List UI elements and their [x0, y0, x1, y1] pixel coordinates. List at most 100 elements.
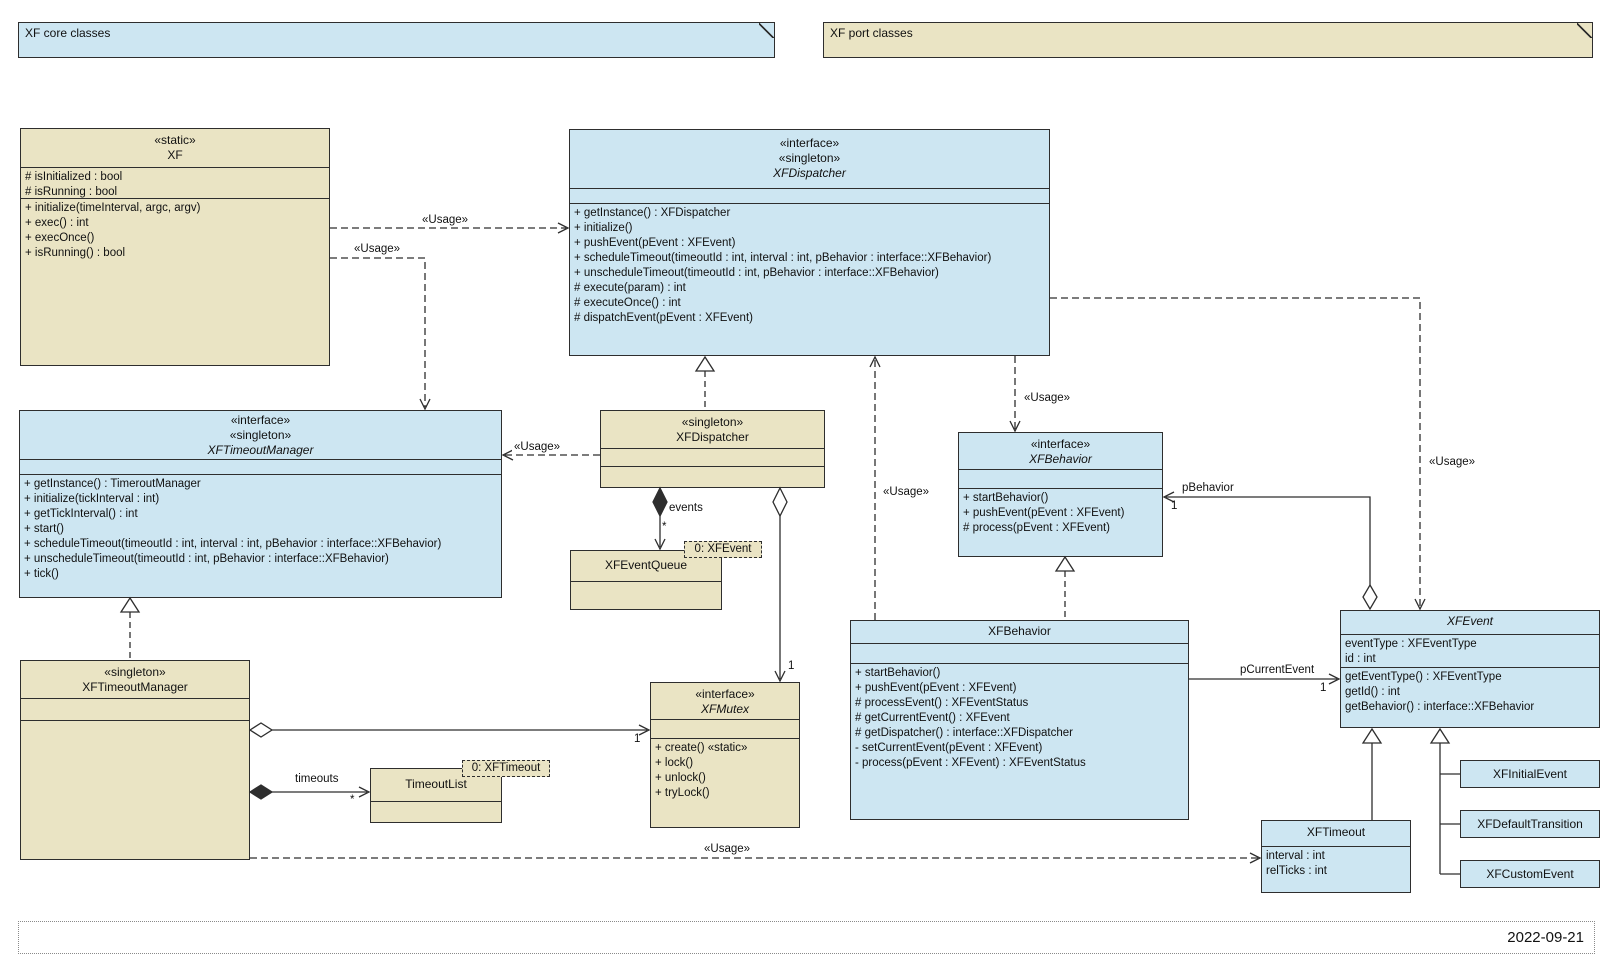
operations-compartment: + getInstance() : TimeroutManager + initi… — [20, 474, 501, 597]
member-line: + initialize(tickInterval : int) — [24, 493, 160, 505]
class-xf[interactable]: «static» XF # isInitialized : bool# isRu… — [20, 128, 330, 366]
note-fold-icon — [1577, 23, 1592, 38]
date-text: 2022-09-21 — [1507, 929, 1584, 946]
edge-behavior-realizes-interface[interactable] — [1054, 555, 1076, 620]
member-line: + pushEvent(pEvent : XFEvent) — [855, 682, 1017, 694]
class-xfcustomevent[interactable]: XFCustomEvent — [1460, 860, 1600, 888]
member-line: + initialize() — [574, 222, 633, 234]
member-line: getId() : int — [1345, 686, 1400, 698]
edge-dispatcher-uses-behavior[interactable] — [1009, 356, 1021, 433]
member-line: # processEvent() : XFEventStatus — [855, 697, 1029, 709]
member-line: + isRunning() : bool — [25, 247, 126, 259]
edge-dispatcher-realizes-interface[interactable] — [694, 355, 716, 410]
class-name: XFTimeout — [1306, 825, 1366, 839]
member-line: + startBehavior() — [963, 492, 1049, 504]
edge-dispatcher-aggregates-mutex[interactable] — [772, 486, 788, 683]
attributes-compartment — [570, 188, 1049, 203]
member-line: getEventType() : XFEventType — [1345, 671, 1502, 683]
edge-label-multiplicity: 1 — [634, 733, 641, 745]
operations-compartment: + initialize(timeInterval, argc, argv)+ … — [21, 198, 329, 365]
class-xfinitialevent[interactable]: XFInitialEvent — [1460, 760, 1600, 788]
edge-event-aggregates-behavior[interactable] — [1162, 491, 1378, 611]
object-note-xftimeout[interactable]: 0: XFTimeout — [462, 760, 550, 777]
edge-label-usage: «Usage» — [352, 243, 403, 256]
member-line: # dispatchEvent(pEvent : XFEvent) — [574, 312, 753, 324]
class-xfdefaulttransition[interactable]: XFDefaultTransition — [1460, 810, 1600, 838]
class-name: XFMutex — [700, 702, 749, 716]
edge-label-usage: «Usage» — [881, 486, 932, 499]
stereotype: «singleton» — [229, 428, 292, 442]
member-line: + execOnce() — [25, 232, 95, 244]
object-note-xfevent[interactable]: 0: XFEvent — [684, 541, 762, 558]
member-line: + getInstance() : TimeroutManager — [24, 478, 201, 490]
member-line: - setCurrentEvent(pEvent : XFEvent) — [855, 742, 1043, 754]
class-name: XFBehavior — [988, 624, 1051, 638]
member-line: + getInstance() : XFDispatcher — [574, 207, 731, 219]
class-xfdispatcher-singleton[interactable]: «singleton» XFDispatcher — [600, 410, 825, 488]
member-line: + getTickInterval() : int — [24, 508, 138, 520]
edge-timeoutmanager-uses-xftimeout[interactable] — [250, 852, 1262, 864]
operations-compartment: + startBehavior()+ pushEvent(pEvent : XF… — [959, 488, 1162, 556]
class-name: XFEventQueue — [604, 558, 688, 572]
empty-compartment — [371, 801, 501, 822]
class-name: TimeoutList — [405, 777, 467, 791]
operations-compartment: + startBehavior()+ pushEvent(pEvent : XF… — [851, 663, 1188, 819]
member-line: + unlock() — [655, 772, 706, 784]
edge-behavior-uses-dispatcher[interactable] — [869, 355, 881, 620]
note-xf-core-classes[interactable]: XF core classes — [18, 22, 775, 58]
operations-compartment: + getInstance() : XFDispatcher + initiali… — [570, 203, 1049, 355]
edge-label-pbehavior: pBehavior — [1182, 482, 1234, 494]
member-line: # executeOnce() : int — [574, 297, 681, 309]
operations-compartment — [601, 466, 824, 487]
operations-compartment — [21, 720, 249, 859]
class-name: XFEvent — [1446, 614, 1494, 628]
edge-label-multiplicity: * — [350, 794, 355, 806]
stereotype: «interface» — [779, 136, 840, 150]
class-xfmutex-interface[interactable]: «interface» XFMutex + create() «static»+… — [650, 682, 800, 828]
edge-dispatcher-composes-eventqueue[interactable] — [652, 486, 668, 551]
attributes-compartment — [20, 459, 501, 474]
class-name: XFDispatcher — [676, 430, 749, 444]
stereotype: «singleton» — [778, 151, 841, 165]
edge-label-pcurrentevent: pCurrentEvent — [1240, 664, 1315, 676]
member-line: + create() «static» — [655, 742, 748, 754]
edge-subevents-extend-event[interactable] — [1429, 727, 1460, 875]
class-name: XFTimeoutManager — [207, 443, 314, 457]
member-line: + start() — [24, 523, 64, 535]
class-xfbehavior-interface[interactable]: «interface» XFBehavior + startBehavior()… — [958, 432, 1163, 557]
class-xftimeoutmanager-interface[interactable]: «interface» «singleton» XFTimeoutManager… — [19, 410, 502, 598]
edge-xftimeout-extends-event[interactable] — [1361, 727, 1383, 820]
edge-timeoutmanager-aggregates-mutex[interactable] — [248, 722, 651, 738]
member-line: # isRunning : bool — [25, 186, 118, 198]
class-name: XFTimeoutManager — [82, 680, 188, 694]
member-line: id : int — [1345, 653, 1376, 665]
stereotype: «singleton» — [104, 665, 166, 679]
edge-label-usage: «Usage» — [1022, 392, 1073, 405]
class-xfdispatcher-interface[interactable]: «interface» «singleton» XFDispatcher + g… — [569, 129, 1050, 356]
member-line: # isInitialized : bool — [25, 171, 123, 183]
class-name: XFDefaultTransition — [1477, 817, 1583, 831]
member-line: interval : int — [1266, 850, 1325, 862]
attributes-compartment — [601, 448, 824, 466]
object-note-text: 0: XFEvent — [694, 543, 752, 555]
object-note-text: 0: XFTimeout — [471, 762, 541, 774]
member-line: getBehavior() : interface::XFBehavior — [1345, 701, 1535, 713]
operations-compartment: getEventType() : XFEventType getId() : in… — [1341, 667, 1599, 727]
member-line: - process(pEvent : XFEvent) : XFEventSta… — [855, 757, 1086, 769]
edge-xf-uses-timeoutmanager[interactable] — [330, 257, 431, 411]
note-xf-port-classes[interactable]: XF port classes — [823, 22, 1593, 58]
member-line: # getDispatcher() : interface::XFDispatc… — [855, 727, 1073, 739]
class-name: XF — [167, 148, 183, 162]
class-xfbehavior[interactable]: XFBehavior + startBehavior()+ pushEvent(… — [850, 620, 1189, 820]
class-timeoutlist[interactable]: TimeoutList — [370, 768, 502, 823]
edge-timeoutmanager-realizes-interface[interactable] — [119, 596, 141, 660]
class-xfeventqueue[interactable]: XFEventQueue — [570, 550, 722, 610]
member-line: + lock() — [655, 757, 694, 769]
class-xftimeoutmanager-singleton[interactable]: «singleton» XFTimeoutManager — [20, 660, 250, 860]
member-line: # getCurrentEvent() : XFEvent — [855, 712, 1010, 724]
date-box[interactable]: 2022-09-21 — [18, 921, 1595, 954]
edge-label-usage: «Usage» — [702, 843, 753, 856]
note-port-text: XF port classes — [830, 26, 913, 40]
